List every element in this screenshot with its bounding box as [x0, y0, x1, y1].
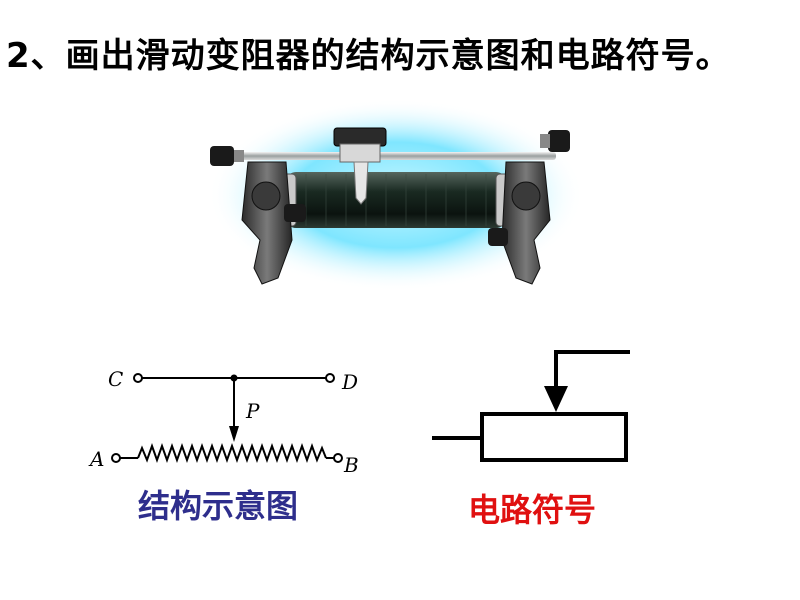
- label-d: D: [341, 370, 358, 394]
- label-b: B: [343, 453, 359, 477]
- slide-title: 2、画出滑动变阻器的结构示意图和电路符号。: [6, 36, 731, 76]
- slider-lead: [554, 350, 630, 392]
- label-a: A: [88, 447, 104, 471]
- terminal-knob-left: [210, 146, 244, 166]
- terminal-d: [325, 373, 335, 383]
- resistor-box: [480, 412, 628, 462]
- right-bracket-hole: [511, 181, 541, 211]
- structure-diagram: C D P A B: [88, 367, 359, 477]
- circuit-symbol: [432, 350, 630, 462]
- symbol-caption: 电路符号: [468, 491, 597, 529]
- terminal-a: [111, 453, 121, 463]
- structure-caption: 结构示意图: [138, 487, 299, 525]
- slider-arrow: [229, 426, 239, 442]
- terminal-b: [333, 453, 343, 463]
- label-p: P: [245, 399, 260, 423]
- slide-rod: [236, 152, 556, 160]
- label-c: C: [108, 367, 123, 391]
- terminal-c: [133, 373, 143, 383]
- slider: [333, 127, 387, 205]
- resistance-wire: [137, 443, 327, 463]
- junction-dot: [230, 374, 238, 382]
- terminal-knob-bottom-left: [284, 204, 306, 222]
- slider-arrow-head: [544, 386, 568, 412]
- rheostat-photo: [208, 100, 584, 291]
- left-bracket-hole: [251, 181, 281, 211]
- terminal-knob-bottom-right: [488, 228, 508, 246]
- coil-windings: [305, 174, 487, 226]
- terminal-knob-right: [540, 130, 570, 152]
- resistance-coil: [286, 172, 506, 228]
